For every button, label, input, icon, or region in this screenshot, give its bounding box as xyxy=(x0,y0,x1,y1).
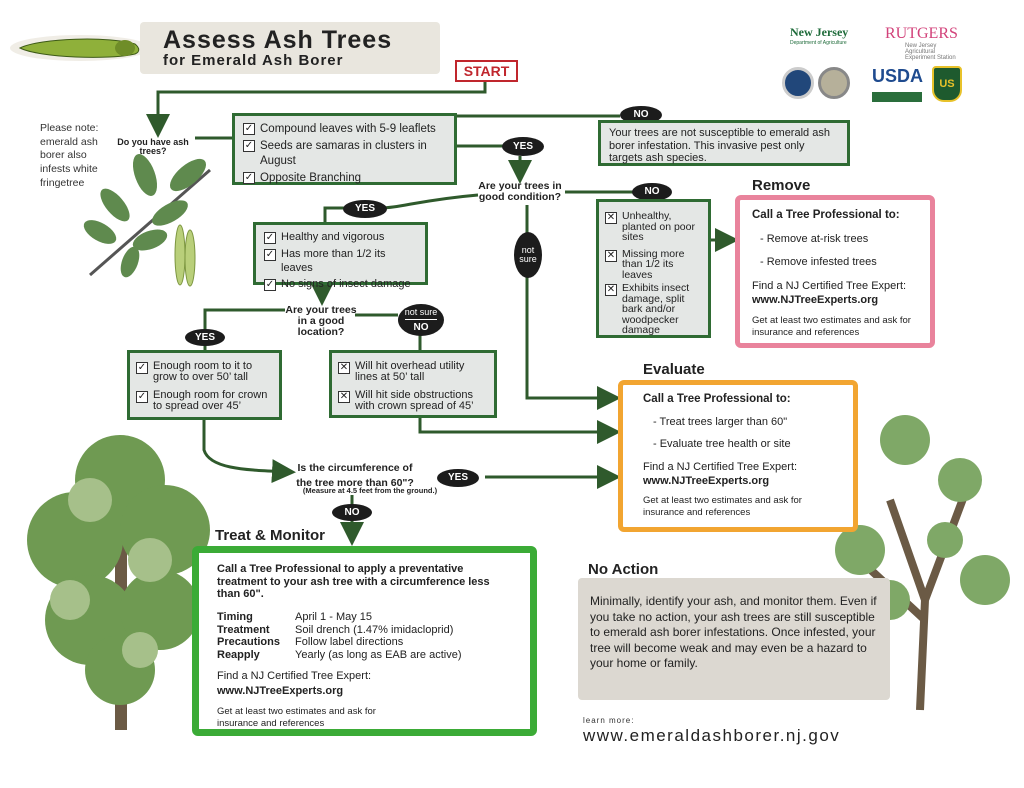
checkbox-x-icon: ✕ xyxy=(338,362,350,374)
page-title: Assess Ash Trees xyxy=(163,26,393,54)
pill-not-sure: not sure xyxy=(514,232,542,278)
checkbox-checked-icon: ✓ xyxy=(243,172,255,185)
evaluate-box: Call a Tree Professional to: - Treat tre… xyxy=(618,380,858,532)
pill-yes: YES xyxy=(437,469,479,487)
question-good-condition: Are your trees in good condition? xyxy=(478,180,562,204)
pill-yes: YES xyxy=(502,137,544,156)
left-tree-illustration xyxy=(27,435,210,730)
checkbox-x-icon: ✕ xyxy=(605,249,617,262)
emerald-ash-borer-beetle xyxy=(10,35,150,61)
ash-id-checklist: ✓Compound leaves with 5-9 leaflets ✓Seed… xyxy=(232,113,457,185)
checkbox-x-icon: ✕ xyxy=(338,391,350,403)
question-circumference: Is the circumference of the tree more th… xyxy=(296,462,414,489)
checkbox-checked-icon: ✓ xyxy=(264,279,276,292)
circumference-note: (Measure at 4.5 feet from the ground.) xyxy=(302,486,438,495)
question-good-location: Are your trees in a good location? xyxy=(285,304,357,339)
title-banner xyxy=(140,22,440,74)
good-location-checklist: ✓Enough room to it to grow to over 50’ t… xyxy=(127,350,282,420)
ash-leaf-illustration xyxy=(83,154,211,287)
checkbox-checked-icon: ✓ xyxy=(264,232,276,244)
usda-logo: USDA xyxy=(872,66,923,102)
learn-more-url[interactable]: www.emeraldashborer.nj.gov xyxy=(583,726,841,745)
remove-box: Call a Tree Professional to: - Remove at… xyxy=(735,195,935,348)
healthy-checklist: ✓Healthy and vigorous ✓Has more than 1/2… xyxy=(253,222,428,292)
checkbox-checked-icon: ✓ xyxy=(243,140,255,153)
question-ash-trees: Do you have ash trees? xyxy=(117,137,189,157)
unhealthy-checklist: ✕Unhealthy, planted on poor sites ✕Missi… xyxy=(596,199,711,338)
pill-yes: YES xyxy=(343,200,387,218)
treat-monitor-box: Call a Tree Professional to apply a prev… xyxy=(192,546,537,736)
evaluate-title: Evaluate xyxy=(643,361,705,378)
rutgers-logo: RUTGERS New Jersey Agricultural Experime… xyxy=(885,25,958,61)
treat-monitor-title: Treat & Monitor xyxy=(215,527,326,544)
seal-logos xyxy=(782,67,850,99)
checkbox-checked-icon: ✓ xyxy=(264,248,276,261)
checkbox-checked-icon: ✓ xyxy=(136,362,148,374)
pill-no: NO xyxy=(620,106,662,124)
page-subtitle: for Emerald Ash Borer xyxy=(163,52,344,69)
no-action-title: No Action xyxy=(588,561,659,578)
not-susceptible-box: Your trees are not susceptible to emeral… xyxy=(598,120,850,166)
checkbox-checked-icon: ✓ xyxy=(136,391,148,403)
checkbox-x-icon: ✕ xyxy=(605,212,617,224)
forest-service-logo: US xyxy=(932,66,962,102)
checkbox-x-icon: ✕ xyxy=(605,284,617,296)
bad-location-checklist: ✕Will hit overhead utility lines at 50’ … xyxy=(329,350,497,418)
nj-agriculture-logo: New Jersey Department of Agriculture xyxy=(790,25,849,46)
remove-title: Remove xyxy=(752,177,811,194)
no-action-box: Minimally, identify your ash, and monito… xyxy=(578,578,890,700)
start-label: START xyxy=(455,60,518,82)
checkbox-checked-icon: ✓ xyxy=(243,123,255,135)
learn-more-label: learn more: xyxy=(583,716,635,725)
pill-no: NO xyxy=(632,183,672,201)
fringetree-note: Please note: emerald ash borer also infe… xyxy=(40,122,99,189)
pill-no: NO xyxy=(332,504,372,521)
pill-yes: YES xyxy=(185,329,225,346)
